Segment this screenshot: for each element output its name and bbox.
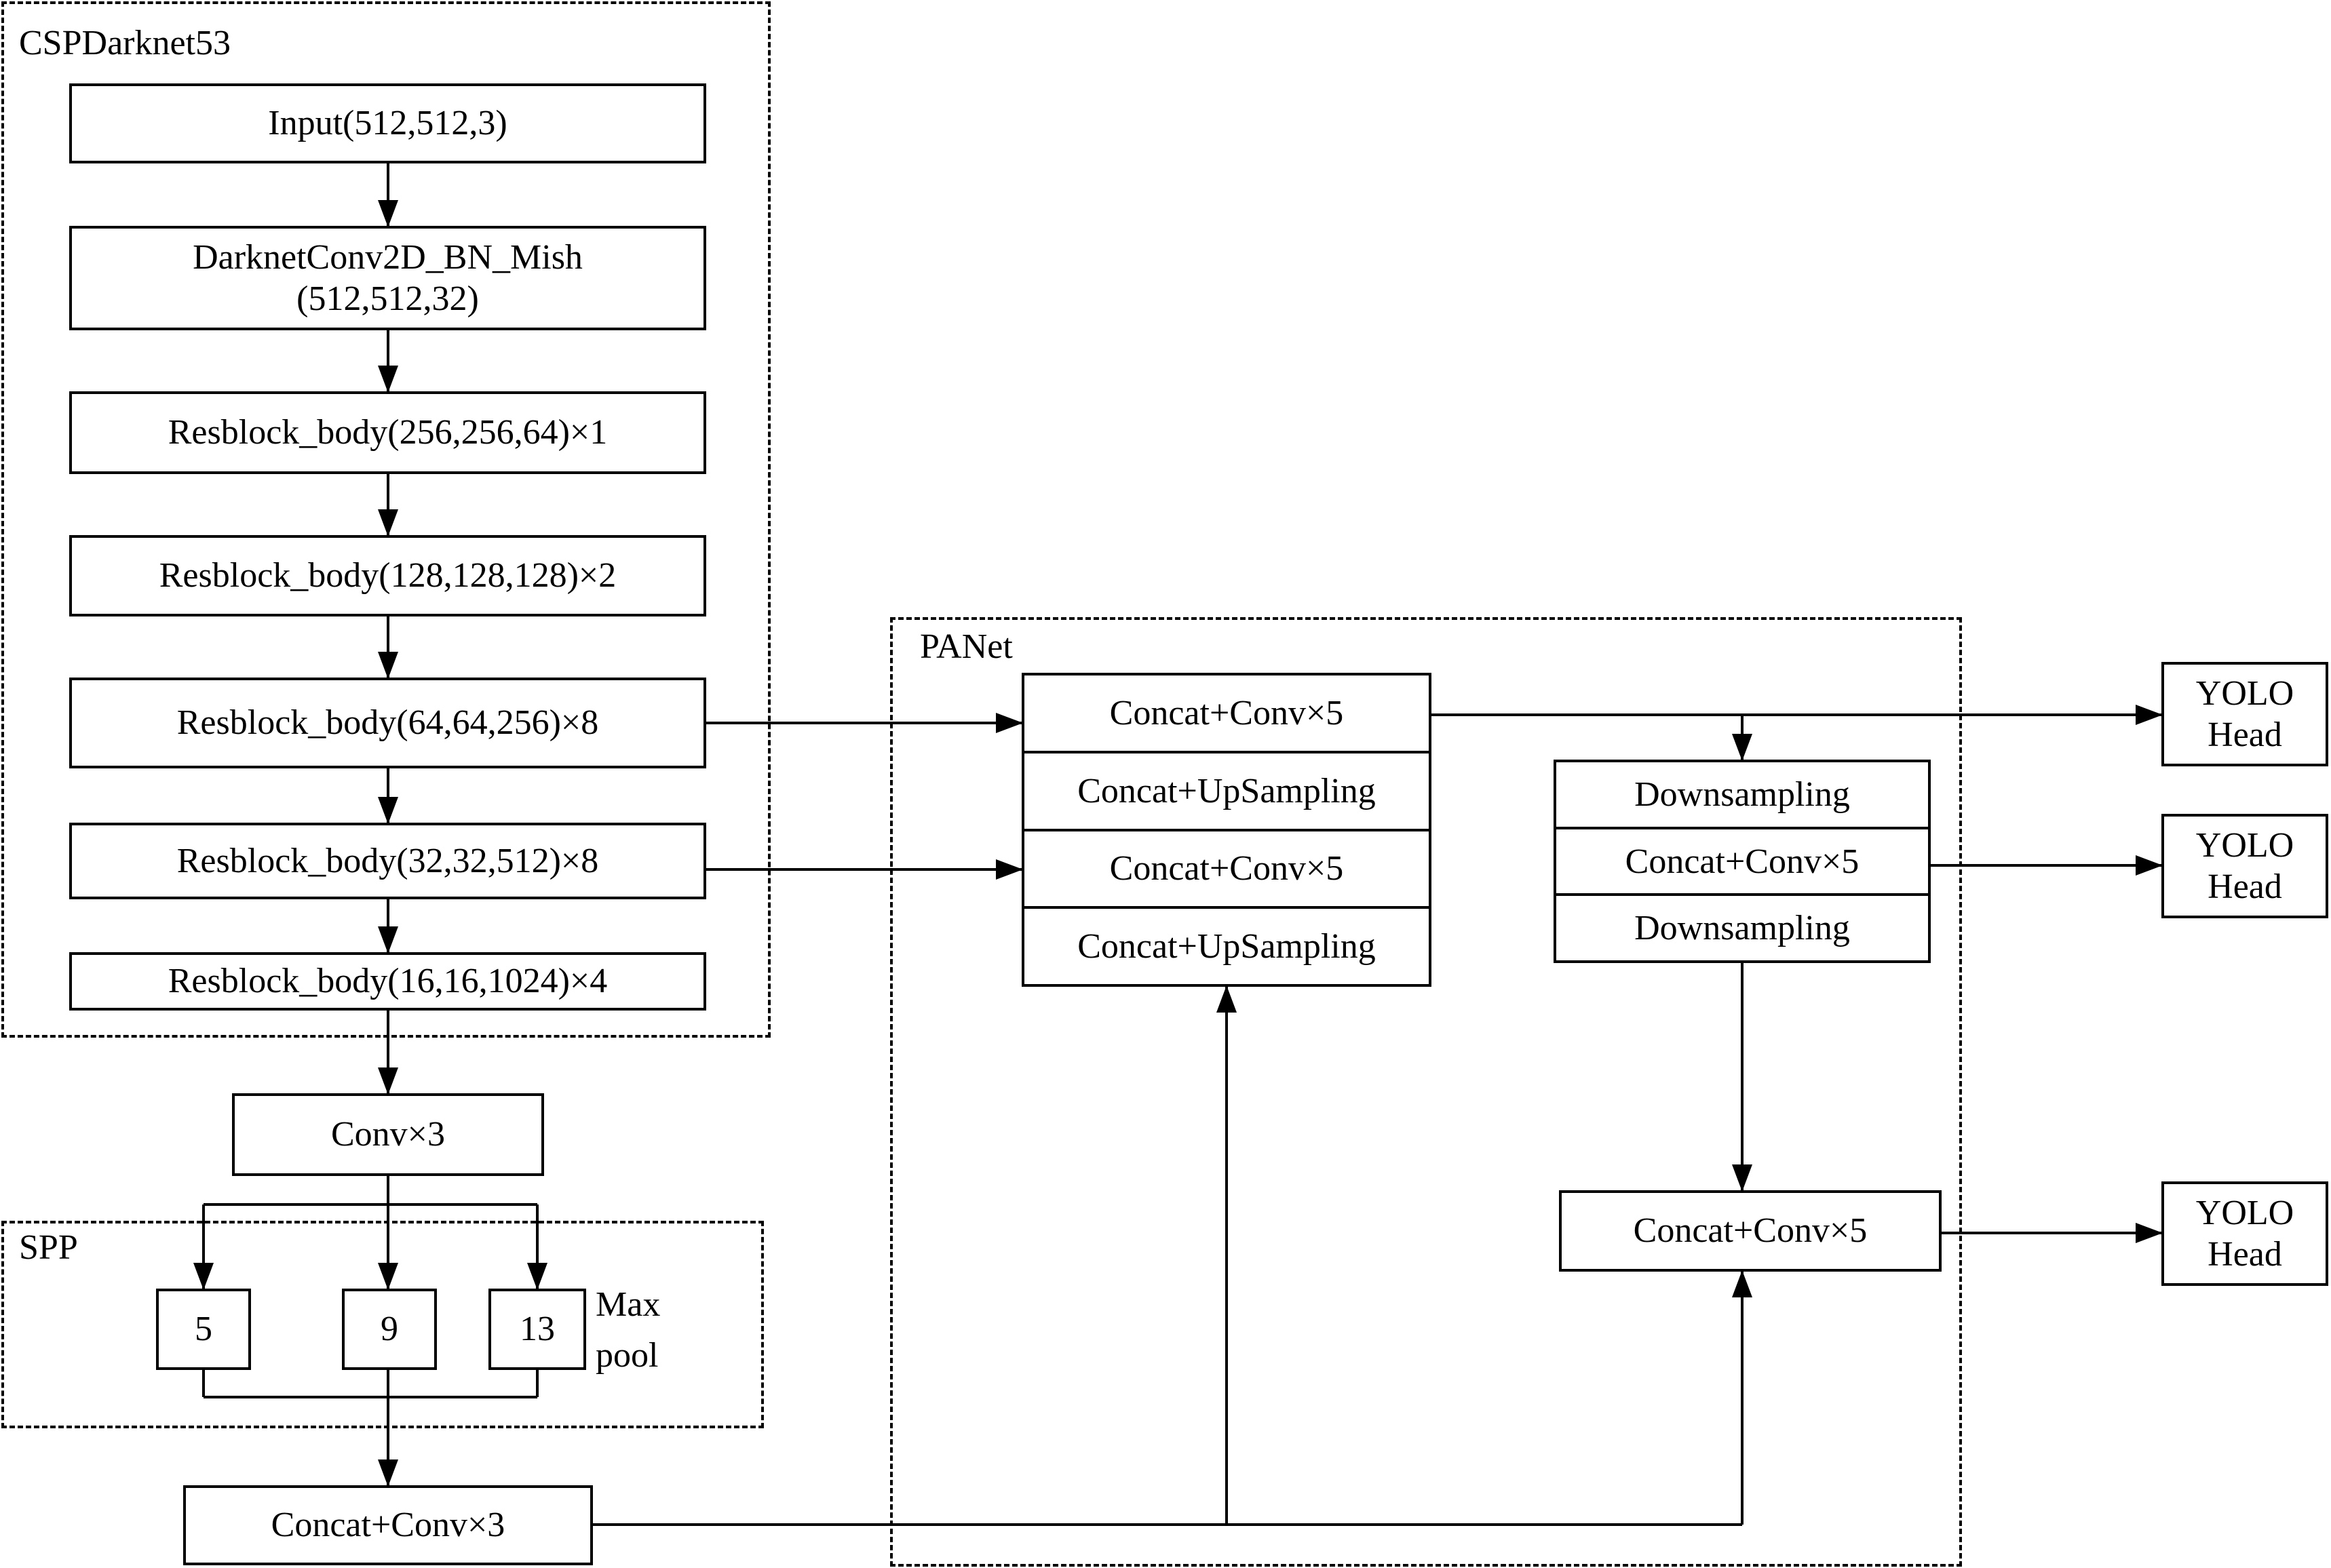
yolo-head-1-line2: Head (2208, 716, 2282, 754)
resblock-5: Resblock_body(16,16,1024)×4 (69, 952, 706, 1011)
yolo-head-3-line1: YOLO (2195, 1193, 2294, 1232)
maxpool-label-line1: Max (596, 1285, 661, 1324)
panet-left-stack: Concat+Conv×5 Concat+UpSampling Concat+C… (1022, 673, 1431, 987)
maxpool-label-line2: pool (596, 1336, 659, 1375)
panet-right-downsampling-top: Downsampling (1634, 775, 1850, 814)
concat-conv3-block: Concat+Conv×3 (183, 1485, 593, 1565)
conv3-block: Conv×3 (232, 1093, 544, 1176)
group-label-cspdarknet53: CSPDarknet53 (19, 24, 231, 62)
yolo-head-2: YOLO Head (2161, 814, 2328, 918)
input-block: Input(512,512,3) (69, 83, 706, 163)
group-spp (1, 1221, 764, 1428)
resblock-1: Resblock_body(256,256,64)×1 (69, 391, 706, 474)
panet-right-stack: Downsampling Concat+Conv×5 Downsampling (1554, 760, 1931, 963)
panet-left-upsampling-top: Concat+UpSampling (1024, 750, 1429, 829)
maxpool-9: 9 (342, 1289, 437, 1370)
maxpool-5: 5 (156, 1289, 251, 1370)
panet-bottom-concat-conv5: Concat+Conv×5 (1559, 1190, 1942, 1272)
group-label-panet: PANet (920, 627, 1013, 666)
panet-left-upsampling-bottom: Concat+UpSampling (1024, 906, 1429, 984)
maxpool-label: Max pool (596, 1279, 660, 1381)
darknet-conv-block: DarknetConv2D_BN_Mish (512,512,32) (69, 226, 706, 330)
resblock-2: Resblock_body(128,128,128)×2 (69, 535, 706, 616)
group-panet (890, 617, 1962, 1567)
panet-right-concat-conv5: Concat+Conv×5 (1556, 826, 1928, 894)
group-cspdarknet53 (1, 1, 771, 1038)
yolo-head-3-line2: Head (2208, 1235, 2282, 1274)
yolo-head-1-line1: YOLO (2195, 673, 2294, 713)
yolo-head-1: YOLO Head (2161, 662, 2328, 766)
darknet-conv-line2: (512,512,32) (296, 279, 479, 318)
resblock-3: Resblock_body(64,64,256)×8 (69, 678, 706, 768)
yolo-head-2-line2: Head (2208, 867, 2282, 906)
yolo-head-2-line1: YOLO (2195, 825, 2294, 865)
darknet-conv-line1: DarknetConv2D_BN_Mish (193, 237, 583, 277)
panet-left-concat-conv5-bottom: Concat+Conv×5 (1024, 828, 1429, 907)
group-label-spp: SPP (19, 1228, 78, 1267)
resblock-4: Resblock_body(32,32,512)×8 (69, 823, 706, 899)
panet-right-downsampling-bottom: Downsampling (1556, 893, 1928, 960)
yolo-head-3: YOLO Head (2161, 1181, 2328, 1286)
panet-left-concat-conv5-top: Concat+Conv×5 (1109, 693, 1344, 732)
maxpool-13: 13 (488, 1289, 586, 1370)
